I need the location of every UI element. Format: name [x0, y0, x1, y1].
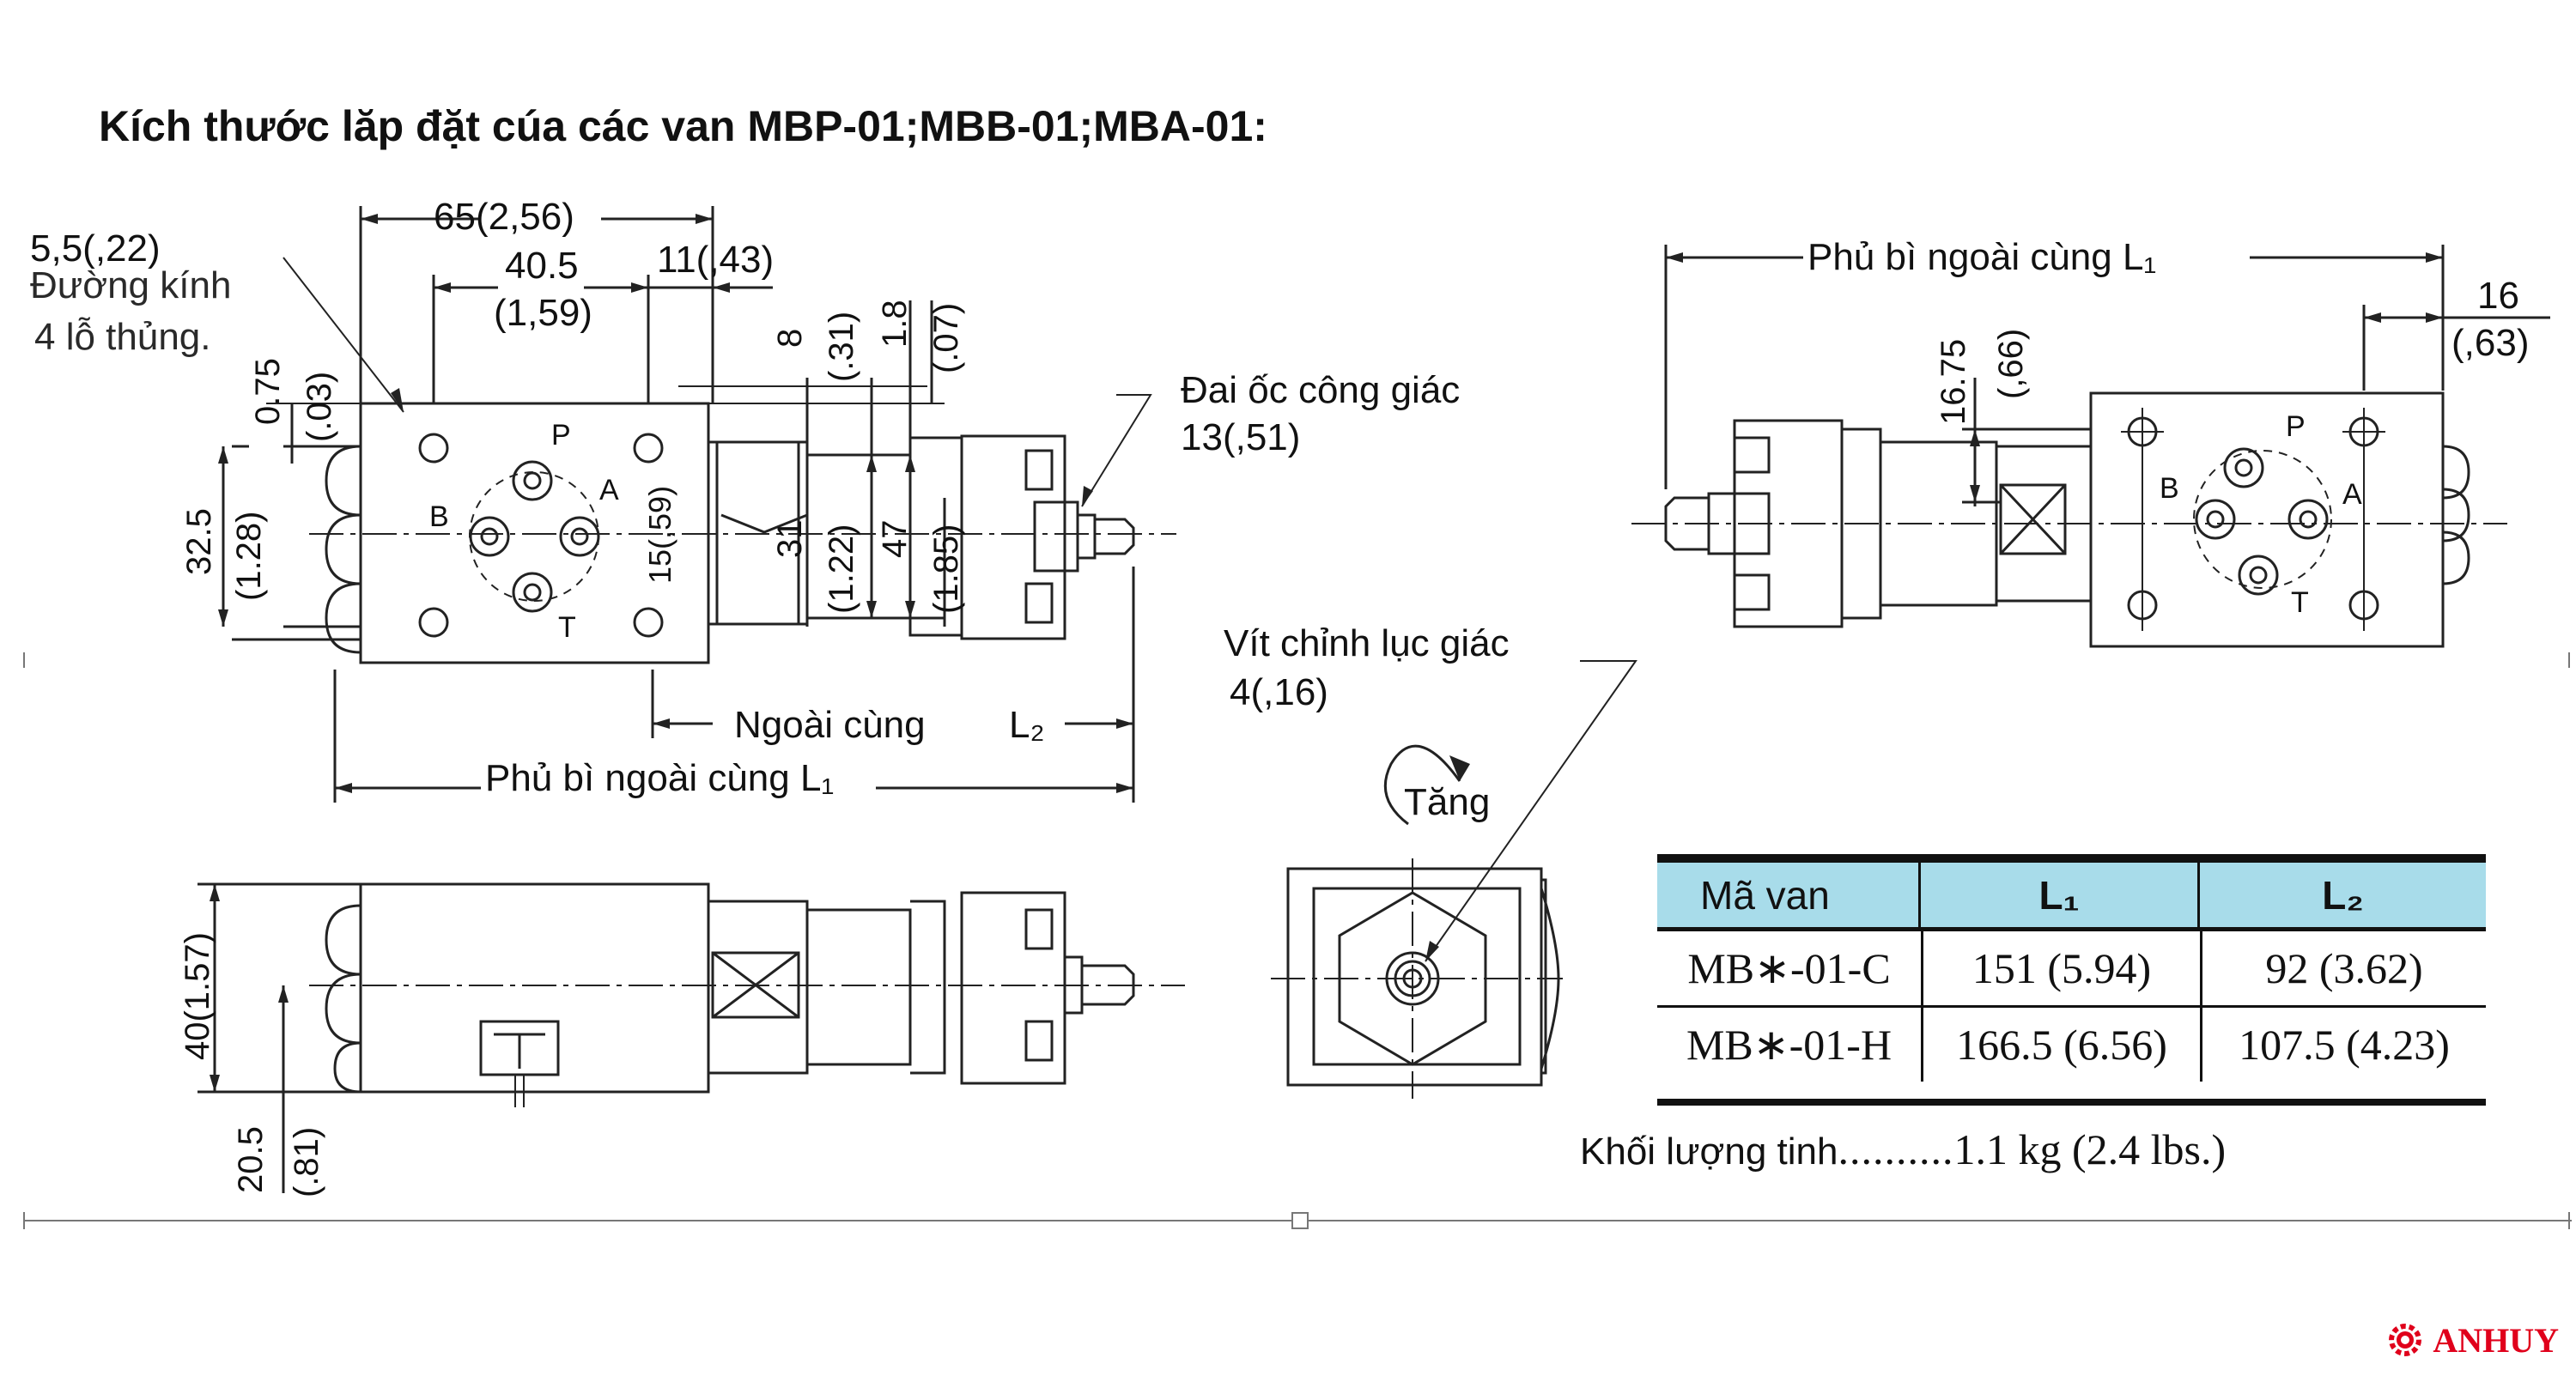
- dim-47: 47: [876, 519, 914, 559]
- port-a-right: A: [2342, 478, 2362, 511]
- net-weight: Khối lượng tinh .......... 1.1 kg (2.4 l…: [1580, 1124, 2226, 1174]
- dim-65: 65(2,56): [434, 196, 574, 238]
- dim-66: (,66): [1992, 328, 2030, 399]
- table-header-cell: L₁: [1921, 863, 2200, 927]
- screw-label-1: Vít chỉnh lục giác: [1224, 622, 1510, 664]
- dim-16: 16: [2477, 275, 2519, 317]
- dim-81: (.81): [288, 1126, 325, 1197]
- port-p-right: P: [2286, 410, 2306, 443]
- bottom-left-view: [197, 882, 1185, 1193]
- dim-31: 31: [771, 519, 809, 559]
- hole-label-2: 4 lỗ thủng.: [34, 316, 211, 358]
- dim-1-8: 1.8: [876, 300, 914, 348]
- dim-1-85: (1.85): [927, 524, 965, 615]
- screw-label-2: 4(,16): [1230, 671, 1328, 713]
- dim-1-22: (1.22): [823, 524, 860, 615]
- dim-11: 11(,43): [657, 239, 775, 281]
- hole-label-1: Đường kính: [30, 264, 232, 306]
- top-right-view: [1631, 245, 2550, 648]
- table-cell: MB∗-01-C: [1657, 931, 1923, 1005]
- dim-0-75: 0.75: [249, 358, 287, 425]
- brand-logo: ANHUY: [2383, 1318, 2559, 1362]
- dim-40: 40(1.57): [179, 932, 216, 1060]
- table-cell: MB∗-01-H: [1657, 1008, 1923, 1082]
- dim-5-5: 5,5(,22): [30, 227, 161, 270]
- table-header-cell: Mã van: [1657, 863, 1921, 927]
- dim-31-in: (.31): [823, 311, 860, 382]
- table-row: MB∗-01-H 166.5 (6.56) 107.5 (4.23): [1657, 1008, 2486, 1082]
- logo-text: ANHUY: [2433, 1320, 2559, 1360]
- table-cell: 151 (5.94): [1923, 931, 2202, 1005]
- dim-32-5: 32.5: [180, 508, 218, 575]
- increase-label: Tăng: [1404, 781, 1491, 823]
- nut-label-2: 13(,51): [1181, 416, 1301, 458]
- valve-table: Mã van L₁ L₂ MB∗-01-C 151 (5.94) 92 (3.6…: [1657, 854, 2486, 1106]
- top-left-view: [218, 206, 1176, 803]
- bottom-middle-view: [1271, 660, 1637, 1099]
- dim-15: 15(,59): [642, 485, 677, 584]
- gear-icon: [2389, 1324, 2422, 1356]
- table-header-row: Mã van L₁ L₂: [1657, 863, 2486, 931]
- table-header-cell: L₂: [2322, 872, 2364, 918]
- weight-dots: ..........: [1838, 1125, 1954, 1173]
- table-cell: 92 (3.62): [2265, 944, 2423, 992]
- dim-07: (.07): [927, 302, 965, 373]
- page-title: Kích thước lăp đặt cúa các van MBP-01;MB…: [99, 102, 1267, 150]
- port-b-left: B: [429, 500, 449, 533]
- table-cell: 166.5 (6.56): [1923, 1008, 2202, 1082]
- port-b-right: B: [2160, 472, 2179, 505]
- outer-label: Ngoài cùng: [734, 704, 926, 746]
- port-t-left: T: [558, 611, 576, 644]
- port-p-left: P: [551, 419, 571, 452]
- weight-value: 1.1 kg (2.4 lbs.): [1953, 1125, 2227, 1173]
- dim-1-59: (1,59): [494, 292, 592, 334]
- port-t-right: T: [2291, 586, 2309, 619]
- right-l1-label: Phủ bì ngoài cùng L₁: [1807, 236, 2157, 278]
- table-row: MB∗-01-C 151 (5.94) 92 (3.62): [1657, 931, 2486, 1008]
- dim-40-5: 40.5: [505, 245, 579, 287]
- port-a-left: A: [599, 474, 619, 506]
- dim-20-5: 20.5: [232, 1126, 270, 1193]
- outer-l1-label: Phủ bì ngoài cùng L₁: [485, 757, 835, 799]
- dim-16-75: 16.75: [1935, 338, 1972, 425]
- l2-label: L₂: [1009, 704, 1045, 746]
- weight-label: Khối lượng tinh: [1580, 1130, 1838, 1173]
- dim-03: (.03): [301, 371, 338, 442]
- dim-1-28: (1.28): [230, 511, 268, 602]
- dim-8: 8: [771, 328, 809, 348]
- dim-63: (,63): [2451, 322, 2530, 364]
- nut-label-1: Đai ốc công giác: [1181, 369, 1461, 411]
- table-cell: 107.5 (4.23): [2239, 1021, 2450, 1069]
